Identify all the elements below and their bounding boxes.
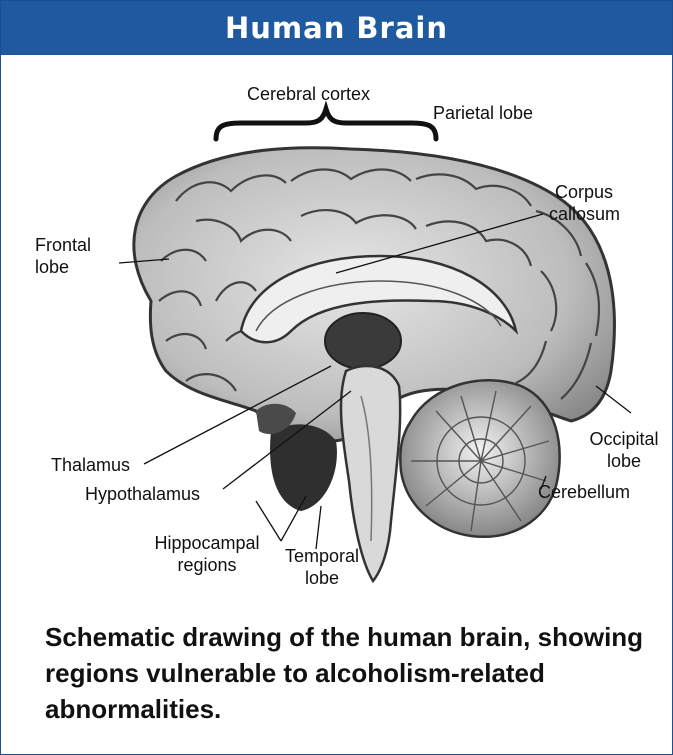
label-frontal-lobe-line1: Frontal	[35, 234, 91, 256]
label-hypothalamus: Hypothalamus	[85, 483, 200, 505]
label-occipital-line2: lobe	[583, 450, 665, 472]
label-cerebellum: Cerebellum	[538, 481, 630, 503]
title-bar: Human Brain	[1, 1, 672, 55]
label-frontal-lobe-line2: lobe	[35, 256, 91, 278]
figure-title: Human Brain	[1, 1, 672, 55]
label-corpus-callosum-line2: callosum	[549, 203, 619, 225]
label-hippocampal-regions: Hippocampal regions	[143, 532, 271, 576]
figure-caption: Schematic drawing of the human brain, sh…	[45, 619, 645, 727]
cerebral-cortex-bracket	[216, 109, 436, 139]
label-frontal-lobe: Frontal lobe	[35, 234, 91, 278]
brain-illustration	[1, 56, 672, 601]
label-hippocampal-line1: Hippocampal	[143, 532, 271, 554]
label-temporal-lobe: Temporal lobe	[277, 545, 367, 589]
thalamus-shape	[325, 313, 401, 369]
label-temporal-line2: lobe	[277, 567, 367, 589]
label-parietal-lobe: Parietal lobe	[433, 102, 533, 124]
label-thalamus: Thalamus	[51, 454, 130, 476]
label-temporal-line1: Temporal	[277, 545, 367, 567]
label-hippocampal-line2: regions	[143, 554, 271, 576]
label-corpus-callosum: Corpus callosum	[549, 181, 619, 225]
label-corpus-callosum-line1: Corpus	[549, 181, 619, 203]
label-cerebral-cortex: Cerebral cortex	[247, 83, 370, 105]
label-occipital-line1: Occipital	[583, 428, 665, 450]
label-occipital-lobe: Occipital lobe	[583, 428, 665, 472]
hippocampal-shape	[270, 424, 337, 511]
